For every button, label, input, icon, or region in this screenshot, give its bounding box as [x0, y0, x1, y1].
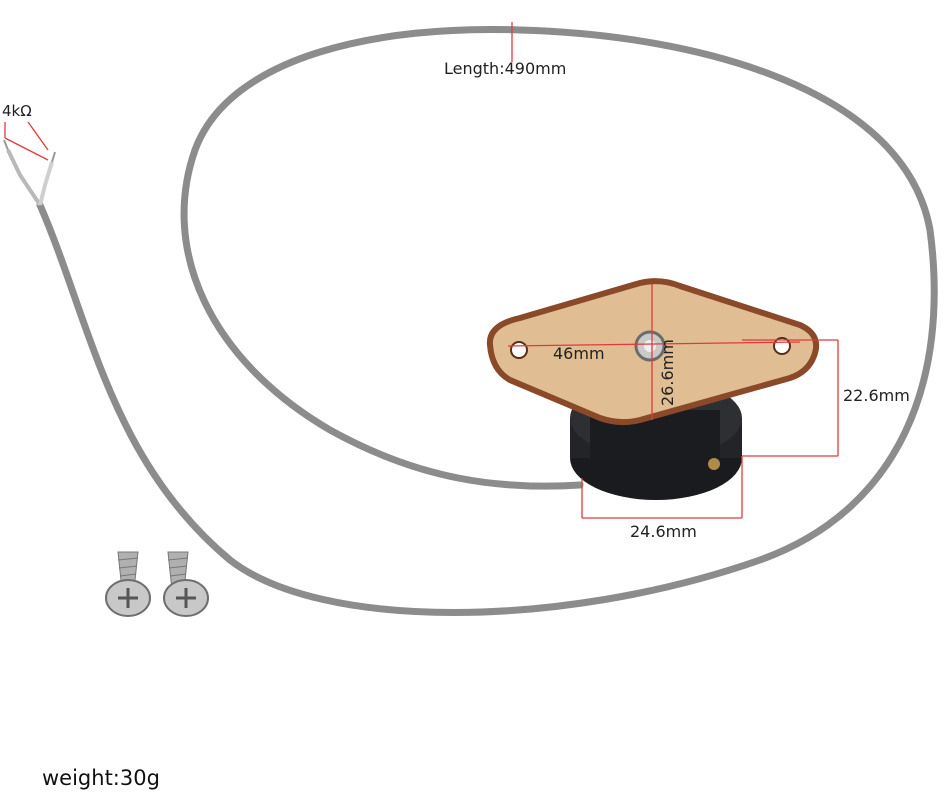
- screw-right: [163, 551, 209, 617]
- cable-end-wires: [3, 139, 56, 207]
- cable-length-label: Length:490mm: [444, 59, 567, 78]
- screw-left: [105, 551, 151, 617]
- puck-diameter-label: 24.6mm: [630, 522, 697, 541]
- cable: [36, 26, 938, 616]
- plate-height-label: 26.6mm: [658, 339, 677, 406]
- puck-height-label: 22.6mm: [843, 386, 910, 405]
- resistance-label: 4kΩ: [2, 102, 32, 120]
- plate-width-label: 46mm: [553, 344, 605, 363]
- dimension-lines: [4, 22, 839, 519]
- wooden-mount-plate: [486, 278, 820, 426]
- weight-label: weight:30g: [42, 766, 160, 790]
